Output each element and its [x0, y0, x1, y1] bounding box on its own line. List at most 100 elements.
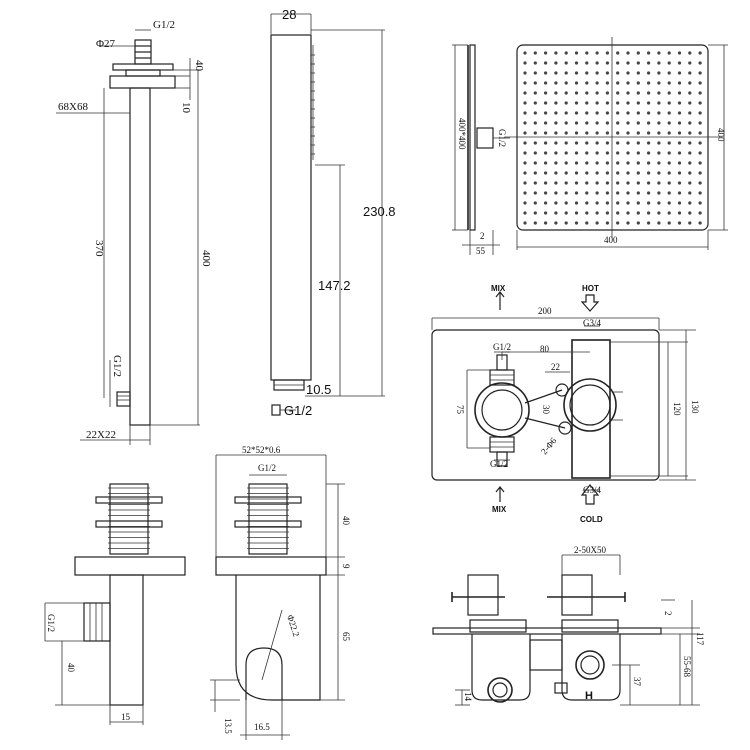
- spray-hole: [626, 171, 630, 175]
- spray-hole: [564, 91, 568, 95]
- spray-hole: [595, 151, 599, 155]
- valve-d80: 80: [540, 344, 550, 354]
- spray-hole: [636, 191, 640, 195]
- spray-hole: [626, 221, 630, 225]
- handset-bracket-view: 52*52*0.6 G1/2 40 9 Φ22.2 65 13.5 16.5: [210, 445, 351, 740]
- spray-hole: [626, 161, 630, 165]
- spray-hole: [554, 101, 558, 105]
- spray-hole: [698, 171, 702, 175]
- head-offset: 55: [476, 246, 486, 256]
- spray-hole: [523, 121, 527, 125]
- spray-hole: [626, 91, 630, 95]
- spray-hole: [698, 221, 702, 225]
- bracket-g12: G1/2: [258, 463, 276, 473]
- spray-hole: [698, 151, 702, 155]
- arm-h10: 10: [180, 102, 192, 114]
- spray-hole: [523, 191, 527, 195]
- spray-hole: [564, 201, 568, 205]
- spray-hole: [544, 171, 548, 175]
- spray-hole: [523, 131, 527, 135]
- spray-hole: [677, 81, 682, 85]
- spray-hole: [574, 111, 579, 115]
- spray-hole: [636, 211, 640, 215]
- spray-hole: [523, 171, 527, 175]
- spray-hole: [574, 101, 579, 105]
- spray-hole: [533, 91, 537, 95]
- handset-h230: 230.8: [363, 204, 396, 219]
- spray-hole: [554, 71, 558, 75]
- spray-hole: [574, 201, 579, 205]
- spray-hole: [677, 91, 682, 95]
- spray-hole: [554, 81, 558, 85]
- spray-hole: [677, 101, 682, 105]
- spray-hole: [688, 211, 692, 215]
- spray-hole: [626, 131, 630, 135]
- spray-hole: [554, 161, 558, 165]
- spray-hole: [533, 71, 537, 75]
- spray-hole: [523, 161, 527, 165]
- spray-hole: [585, 81, 589, 85]
- valve-g12-top: G1/2: [493, 342, 511, 352]
- spray-hole: [595, 161, 599, 165]
- spray-hole: [616, 111, 620, 115]
- head-side-size: 400*400: [457, 118, 467, 150]
- spray-hole: [533, 51, 537, 55]
- spray-hole: [698, 51, 702, 55]
- spray-hole: [544, 101, 548, 105]
- spray-hole: [523, 221, 527, 225]
- body-h117: 117: [695, 632, 705, 646]
- spray-hole: [585, 191, 589, 195]
- spray-hole: [647, 91, 651, 95]
- spray-hole: [523, 101, 527, 105]
- spray-hole: [636, 131, 640, 135]
- spray-hole: [595, 171, 599, 175]
- spray-hole: [647, 111, 651, 115]
- spray-hole: [585, 151, 589, 155]
- arm-flange-dia: Φ27: [96, 38, 116, 50]
- spray-hole: [574, 221, 579, 225]
- spray-hole: [554, 201, 558, 205]
- spray-hole: [585, 201, 589, 205]
- spray-hole: [688, 221, 692, 225]
- bracket-h40: 40: [341, 516, 351, 526]
- spray-hole: [657, 161, 661, 165]
- spray-hole: [636, 101, 640, 105]
- spray-hole: [677, 181, 682, 185]
- spray-hole: [585, 121, 589, 125]
- spray-hole: [595, 101, 599, 105]
- spray-hole: [574, 131, 579, 135]
- spray-hole: [667, 221, 671, 225]
- spray-hole: [698, 141, 702, 145]
- bracket-w16: 16.5: [254, 722, 270, 732]
- spray-hole: [574, 61, 579, 65]
- valve-d75: 75: [455, 405, 465, 415]
- valve-d22: 22: [551, 362, 560, 372]
- spray-hole: [677, 141, 682, 145]
- spray-hole: [564, 181, 568, 185]
- spray-hole: [533, 81, 537, 85]
- spray-hole: [667, 61, 671, 65]
- spray-hole: [698, 201, 702, 205]
- spray-hole: [605, 181, 610, 185]
- handset-h147: 147.2: [318, 278, 351, 293]
- spray-hole: [667, 161, 671, 165]
- bracket-h13: 13.5: [223, 718, 233, 734]
- spray-hole: [533, 141, 537, 145]
- spray-hole: [647, 161, 651, 165]
- spray-hole: [688, 131, 692, 135]
- spray-hole: [698, 71, 702, 75]
- spray-hole: [585, 101, 589, 105]
- mix-bottom-label: MIX: [492, 505, 507, 514]
- spray-hole: [616, 61, 620, 65]
- spray-hole: [574, 181, 579, 185]
- spray-hole: [605, 161, 610, 165]
- body-h14: 14: [463, 692, 473, 702]
- spray-hole: [544, 181, 548, 185]
- spray-hole: [647, 191, 651, 195]
- spray-hole: [564, 51, 568, 55]
- shower-head-view: 400*400 G1/2 2 55 400 400: [452, 37, 728, 256]
- spray-hole: [574, 151, 579, 155]
- spray-hole: [657, 71, 661, 75]
- spray-hole: [636, 91, 640, 95]
- spray-hole: [523, 201, 527, 205]
